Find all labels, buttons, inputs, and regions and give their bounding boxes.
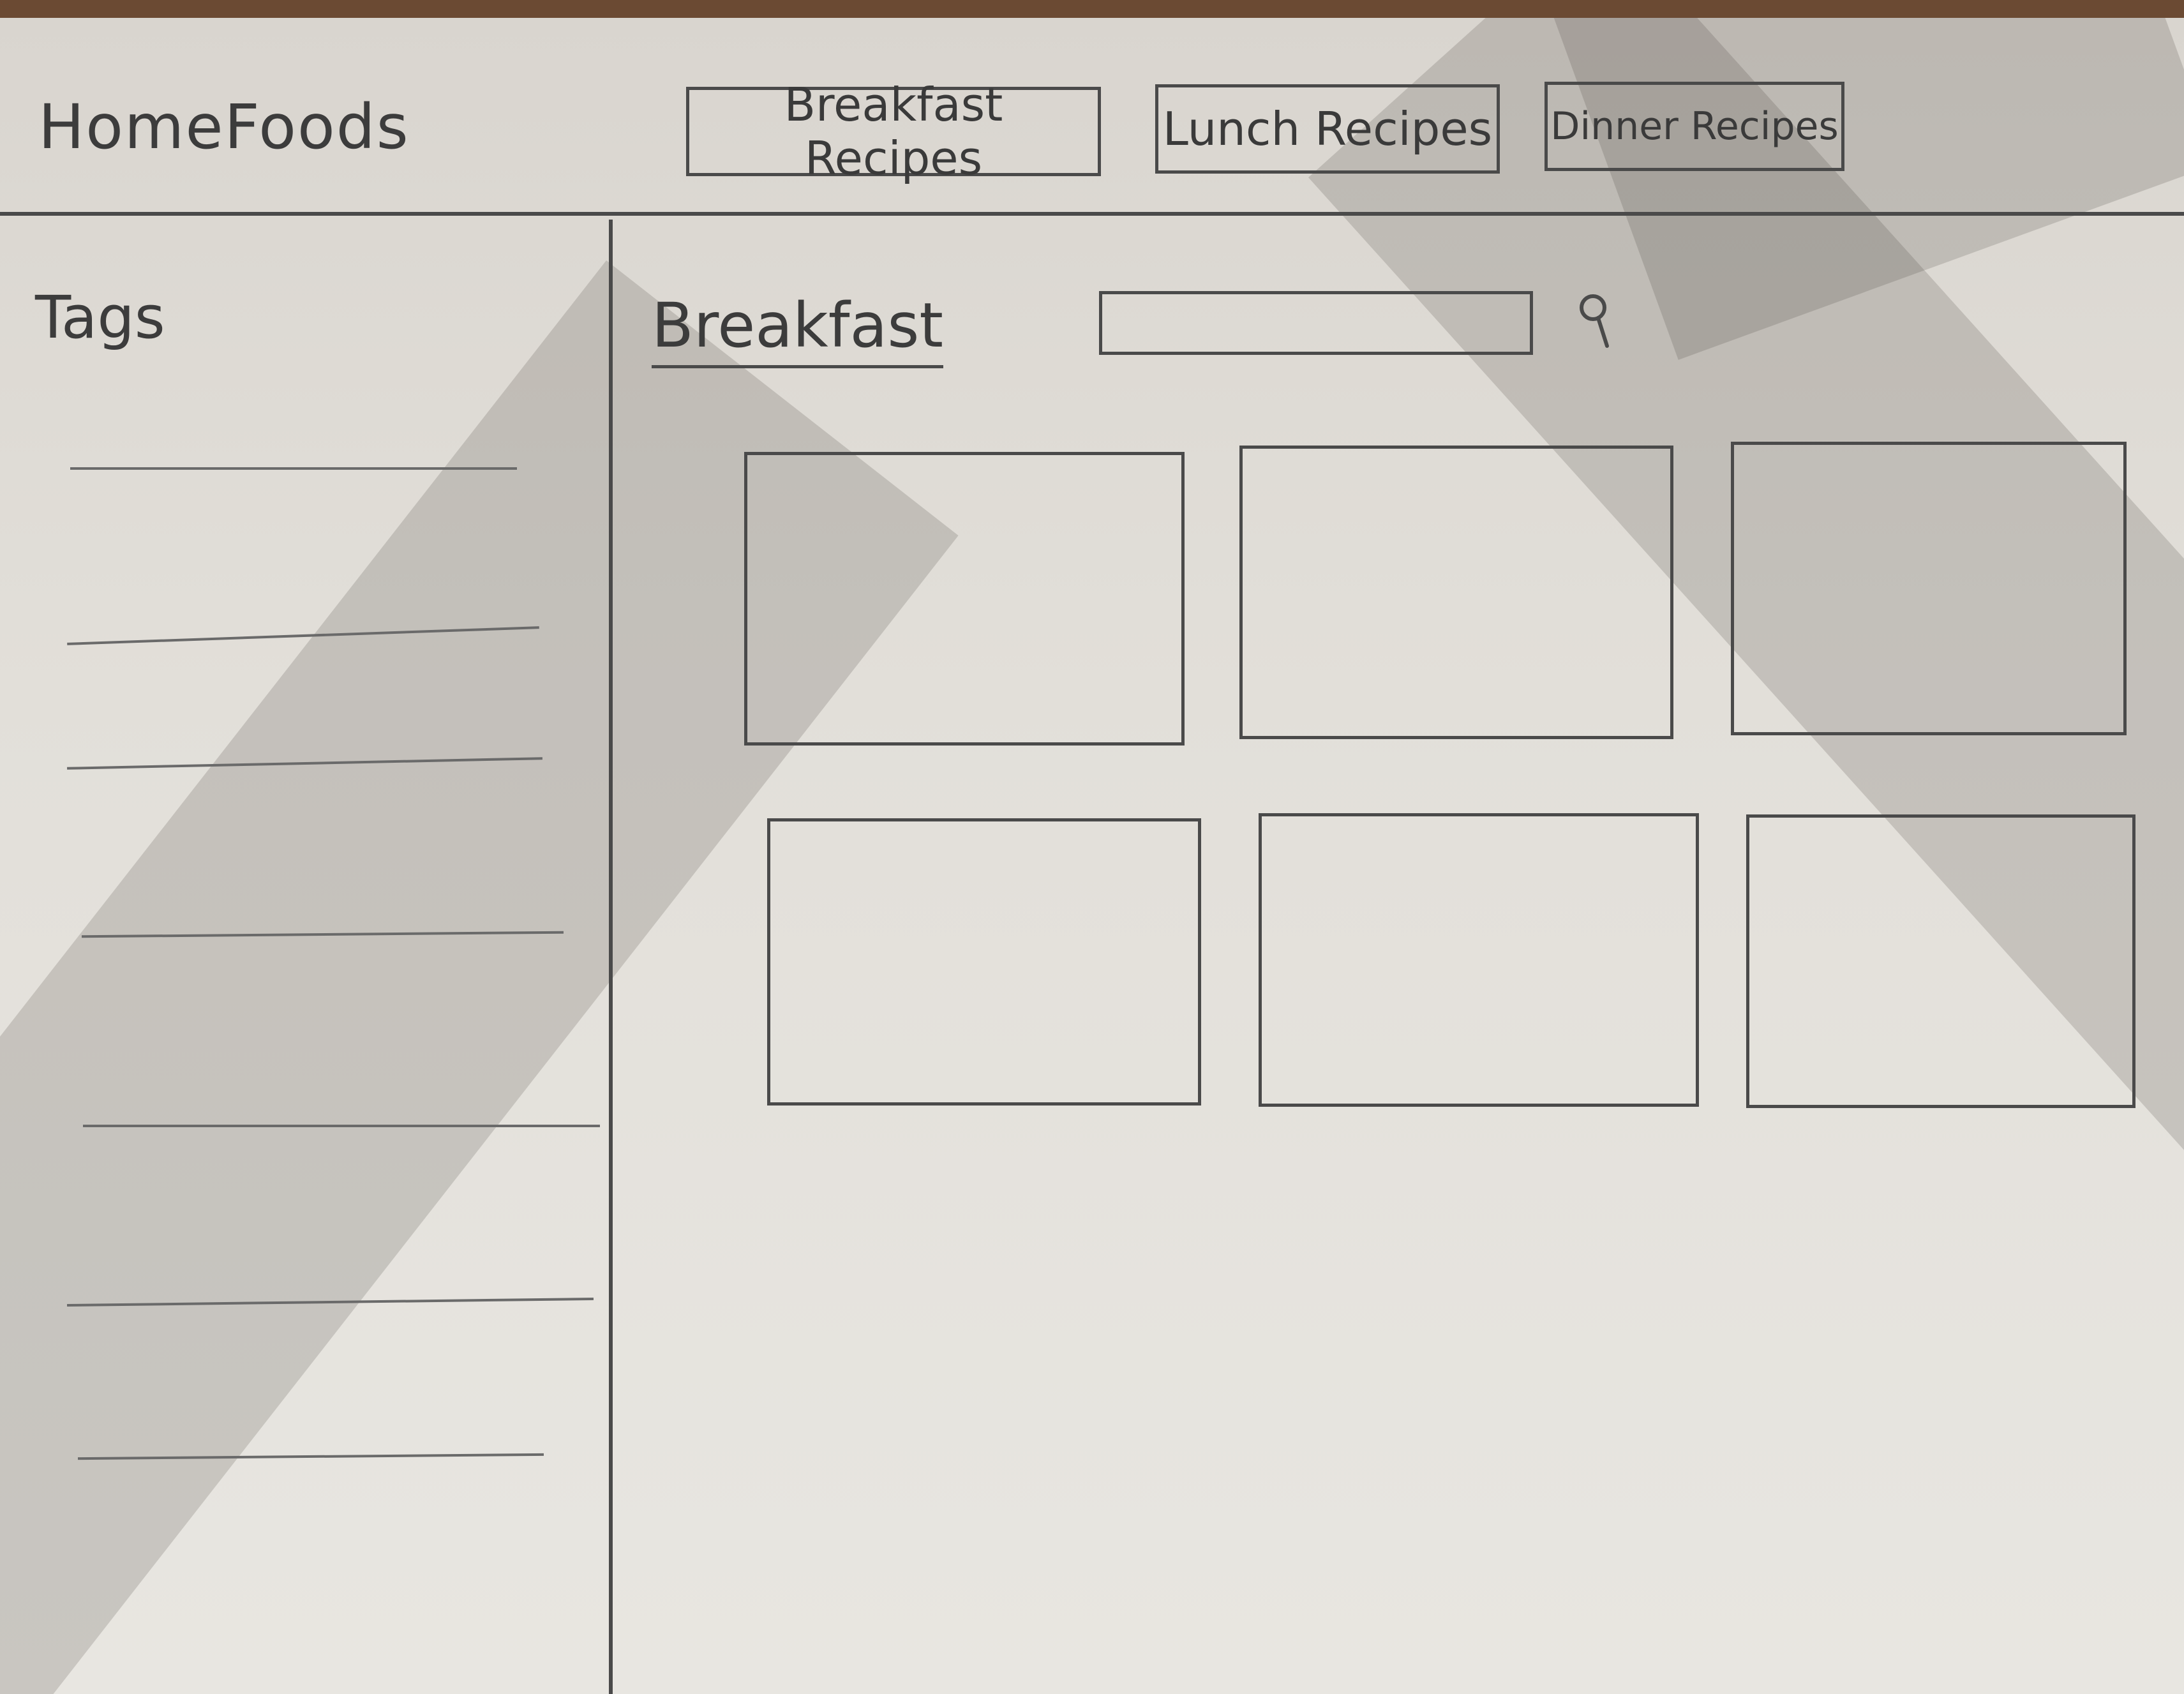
tag-item[interactable] xyxy=(70,467,517,470)
search-input[interactable] xyxy=(1099,291,1533,355)
recipe-card[interactable] xyxy=(1259,813,1699,1107)
tag-item[interactable] xyxy=(67,626,539,645)
recipe-card[interactable] xyxy=(744,452,1185,746)
tag-item[interactable] xyxy=(67,1297,594,1307)
tags-sidebar: Tags xyxy=(0,220,613,1694)
recipe-card[interactable] xyxy=(1239,446,1673,739)
recipe-card[interactable] xyxy=(1746,814,2135,1108)
recipe-card[interactable] xyxy=(1731,442,2127,735)
nav-dinner-recipes-button[interactable]: Dinner Recipes xyxy=(1545,82,1844,171)
sketch-paper: HomeFoods Breakfast Recipes Lunch Recipe… xyxy=(0,18,2184,1694)
nav-lunch-recipes-button[interactable]: Lunch Recipes xyxy=(1155,84,1500,174)
tag-item[interactable] xyxy=(67,757,542,770)
brand-logo[interactable]: HomeFoods xyxy=(38,91,410,163)
nav-breakfast-recipes-button[interactable]: Breakfast Recipes xyxy=(686,78,1101,185)
tag-item[interactable] xyxy=(77,1453,544,1460)
tag-item[interactable] xyxy=(83,1125,600,1127)
top-header: HomeFoods Breakfast Recipes Lunch Recipe… xyxy=(0,18,2184,216)
page-title: Breakfast xyxy=(652,290,943,368)
recipes-main: Breakfast xyxy=(617,220,2184,1694)
sidebar-title: Tags xyxy=(35,283,165,352)
recipe-card[interactable] xyxy=(767,818,1201,1106)
search-icon[interactable] xyxy=(1571,289,1622,352)
tag-item[interactable] xyxy=(81,931,564,938)
